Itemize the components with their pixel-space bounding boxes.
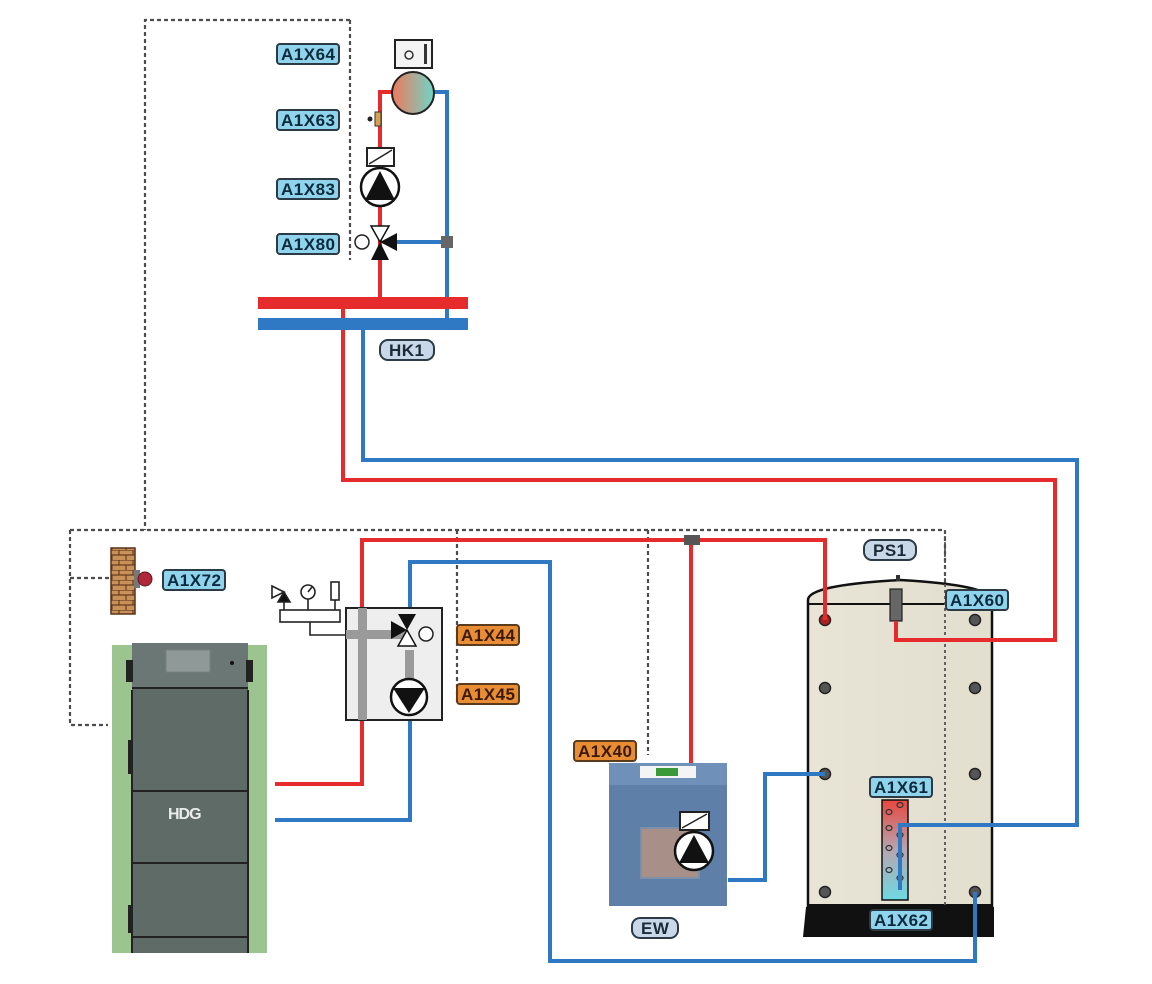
outdoor-sensor-icon[interactable] — [110, 547, 153, 615]
pipe-boiler-supply — [275, 538, 827, 786]
sensor-label-a1x83[interactable]: A1X83 — [276, 178, 341, 200]
radiator-icon — [391, 71, 435, 115]
output-label-a1x40[interactable]: A1X40 — [573, 740, 638, 762]
hk1-return-header — [258, 318, 468, 330]
sensor-label-a1x72[interactable]: A1X72 — [162, 569, 227, 591]
room-unit[interactable] — [394, 39, 433, 69]
electric-heater-ew[interactable] — [609, 763, 727, 906]
boiler-pump-group[interactable] — [345, 607, 443, 721]
tank-sensor-sleeve — [889, 588, 903, 622]
tee-supply — [684, 535, 700, 545]
pipe-hk1-return-to-tank — [361, 320, 1079, 890]
output-label-a1x45[interactable]: A1X45 — [456, 683, 521, 705]
pump-hk1-icon[interactable] — [359, 147, 401, 208]
flow-temperature-sensor-icon — [367, 111, 382, 127]
sensor-label-a1x80[interactable]: A1X80 — [276, 233, 341, 255]
mixing-valve-hk1-icon[interactable] — [354, 225, 397, 260]
tee-hk1 — [441, 236, 453, 248]
sensor-label-a1x60[interactable]: A1X60 — [945, 589, 1010, 611]
boiler-hdg[interactable] — [112, 643, 267, 953]
component-label-ew[interactable]: EW — [631, 917, 680, 939]
component-label-hk1[interactable]: HK1 — [379, 339, 435, 361]
pipe-hk1-return-riser — [418, 90, 449, 320]
control-line-left — [68, 530, 108, 727]
tank-heat-exchanger — [881, 799, 909, 901]
sensor-label-a1x61[interactable]: A1X61 — [869, 776, 934, 798]
sensor-label-a1x62[interactable]: A1X62 — [869, 909, 934, 931]
output-label-a1x44[interactable]: A1X44 — [456, 624, 521, 646]
component-label-ps1[interactable]: PS1 — [863, 539, 917, 561]
pipe-ew-return — [728, 772, 825, 882]
control-line-hk1-frame — [143, 18, 350, 530]
boiler-pump-icon — [389, 677, 429, 717]
boiler-brand-logo: HDG — [168, 806, 202, 823]
pipe-hk1-supply-from-tank — [341, 303, 1057, 642]
sensor-label-a1x63[interactable]: A1X63 — [276, 109, 341, 131]
boiler-display — [165, 649, 211, 673]
hk1-supply-header — [258, 297, 468, 309]
sensor-label-a1x64[interactable]: A1X64 — [276, 43, 341, 65]
boiler-mixing-valve-icon — [391, 614, 434, 647]
safety-group-icon — [271, 581, 348, 636]
pipe-boiler-return — [275, 560, 977, 963]
